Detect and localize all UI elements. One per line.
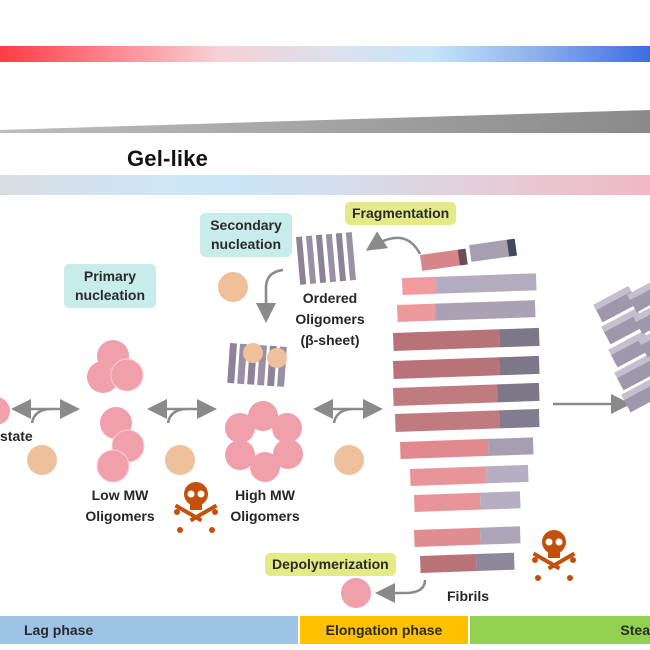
high-mw-line2: Oligomers (230, 508, 300, 524)
ordered-oligomers-label: Ordered Oligomers (β-sheet) (284, 288, 376, 351)
monomer-pink (0, 397, 10, 425)
fibrils-label: Fibrils (447, 588, 490, 604)
steady-phase-bar: Stea (470, 616, 650, 644)
monomer-tan (334, 445, 364, 475)
monomer-tan (165, 445, 195, 475)
secondary-nucleation-tag: Secondary nucleation (200, 213, 292, 257)
fragmentation-tag: Fragmentation (345, 202, 457, 225)
fibril-stack (393, 238, 540, 573)
gradient-bar-middle (0, 175, 650, 195)
monomer-pink (341, 578, 371, 608)
skull-crossbones-icon (532, 530, 576, 581)
lag-phase-label: Lag phase (24, 622, 94, 638)
monomer-tan (27, 445, 57, 475)
ordered-line2: Oligomers (295, 311, 365, 327)
ordered-beta-sheet (296, 232, 356, 285)
primary-nucleation-text: Primary nucleation (74, 268, 145, 303)
elongation-phase-bar: Elongation phase (300, 616, 468, 644)
monomer-tan (267, 348, 287, 368)
high-mw-oligomers (225, 401, 303, 482)
primary-nucleation-tag: Primary nucleation (64, 264, 156, 308)
ordered-line3: (β-sheet) (300, 332, 360, 348)
equilibrium-arrow (313, 399, 383, 424)
nucleus-cluster (87, 340, 144, 393)
mature-fibril (593, 275, 650, 413)
low-mw-label: Low MW Oligomers (80, 485, 160, 527)
monomer-tan (243, 343, 263, 363)
gradient-bar-top (0, 46, 650, 62)
high-mw-line1: High MW (235, 487, 295, 503)
lag-phase-bar: Lag phase (0, 616, 298, 644)
secondary-nucleation-arrow (256, 268, 284, 323)
steady-phase-label: Stea (620, 622, 650, 638)
low-mw-line2: Oligomers (85, 508, 155, 524)
low-mw-oligomers (96, 407, 145, 483)
elongation-phase-label: Elongation phase (325, 622, 443, 638)
equilibrium-arrow (11, 399, 80, 424)
gel-like-label: Gel-like (127, 146, 209, 171)
depolymerization-tag: Depolymerization (265, 553, 396, 576)
depolymerization-arrow (375, 579, 427, 603)
high-mw-label: High MW Oligomers (222, 485, 308, 527)
equilibrium-arrow (147, 399, 217, 424)
secondary-nucleation-text: Secondary nucleation (210, 217, 282, 252)
monomer-tan (218, 272, 248, 302)
skull-crossbones-icon (174, 482, 218, 533)
ordered-line1: Ordered (302, 290, 358, 306)
concentration-wedge (0, 110, 650, 133)
low-mw-line1: Low MW (91, 487, 149, 503)
fragmentation-arrow (365, 231, 422, 255)
monomer-state-label: state (0, 428, 33, 444)
